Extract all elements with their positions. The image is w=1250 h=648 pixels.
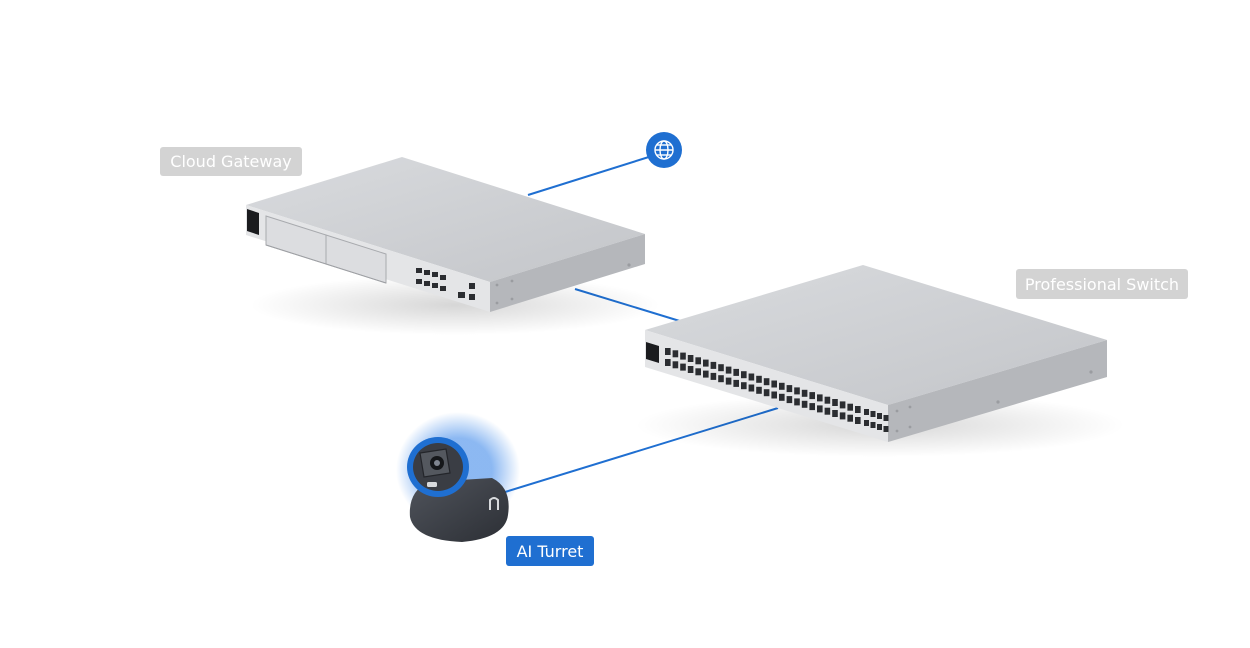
switch-port: [680, 352, 686, 360]
switch-port: [855, 406, 861, 413]
switch-port: [763, 389, 770, 397]
switch-port: [665, 359, 671, 366]
switch-port: [687, 366, 694, 373]
switch-port: [801, 389, 808, 397]
switch-port: [672, 350, 679, 358]
switch-port: [832, 399, 838, 406]
switch-port: [733, 368, 739, 376]
switch-port: [839, 412, 846, 420]
switch-port: [672, 361, 679, 369]
switch-port: [763, 378, 770, 386]
sfp-port: [870, 411, 876, 417]
ai-turret-label: AI Turret: [506, 536, 594, 566]
switch-port: [809, 403, 815, 411]
switch-port: [794, 398, 800, 406]
switch-port: [748, 373, 755, 381]
switch-port: [779, 393, 785, 401]
switch-port: [718, 375, 724, 383]
switch-port: [786, 396, 793, 404]
switch-port: [779, 382, 785, 390]
switch-port: [786, 385, 793, 393]
globe-icon: [654, 140, 674, 160]
cloud-gateway-device[interactable]: [246, 157, 660, 335]
switch-port: [809, 392, 815, 400]
switch-port: [771, 380, 777, 388]
switch-port: [756, 375, 762, 383]
professional-switch-device[interactable]: [635, 265, 1125, 457]
switch-port: [847, 414, 853, 422]
switch-port: [855, 417, 861, 424]
switch-port: [847, 403, 853, 411]
switch-port: [703, 359, 709, 367]
sfp-port: [877, 413, 882, 419]
switch-port: [741, 371, 747, 379]
gateway-ports: [416, 268, 475, 300]
internet-node[interactable]: [646, 132, 682, 168]
switch-port: [824, 407, 831, 415]
switch-port: [794, 387, 800, 395]
switch-port: [817, 394, 823, 402]
cloud-gateway-label: Cloud Gateway: [160, 147, 302, 176]
sfp-port: [877, 424, 882, 430]
professional-switch-label: Professional Switch: [1016, 269, 1188, 299]
switch-port: [695, 368, 701, 376]
sfp-port: [864, 409, 869, 415]
switch-port: [824, 396, 831, 404]
switch-port: [756, 386, 762, 394]
switch-port: [710, 372, 717, 380]
switch-port: [817, 405, 823, 413]
switch-port: [665, 348, 671, 355]
switch-port: [710, 361, 717, 369]
switch-port: [741, 382, 747, 390]
switch-port: [695, 357, 701, 365]
switch-ports: [665, 348, 889, 432]
switch-port: [703, 370, 709, 378]
switch-port: [733, 379, 739, 387]
switch-port: [725, 377, 732, 385]
switch-port: [718, 364, 724, 372]
switch-port: [748, 384, 755, 392]
sfp-port: [883, 415, 889, 421]
switch-port: [687, 355, 694, 362]
switch-port: [725, 366, 732, 374]
switch-port: [839, 401, 846, 409]
switch-port: [832, 410, 838, 417]
sfp-port: [870, 422, 876, 428]
switch-port: [680, 363, 686, 371]
sfp-port: [883, 426, 889, 432]
sfp-port: [864, 420, 869, 426]
ai-turret-camera[interactable]: [396, 412, 520, 542]
switch-port: [771, 391, 777, 399]
switch-port: [801, 400, 808, 408]
link-internet-gateway: [527, 155, 653, 196]
